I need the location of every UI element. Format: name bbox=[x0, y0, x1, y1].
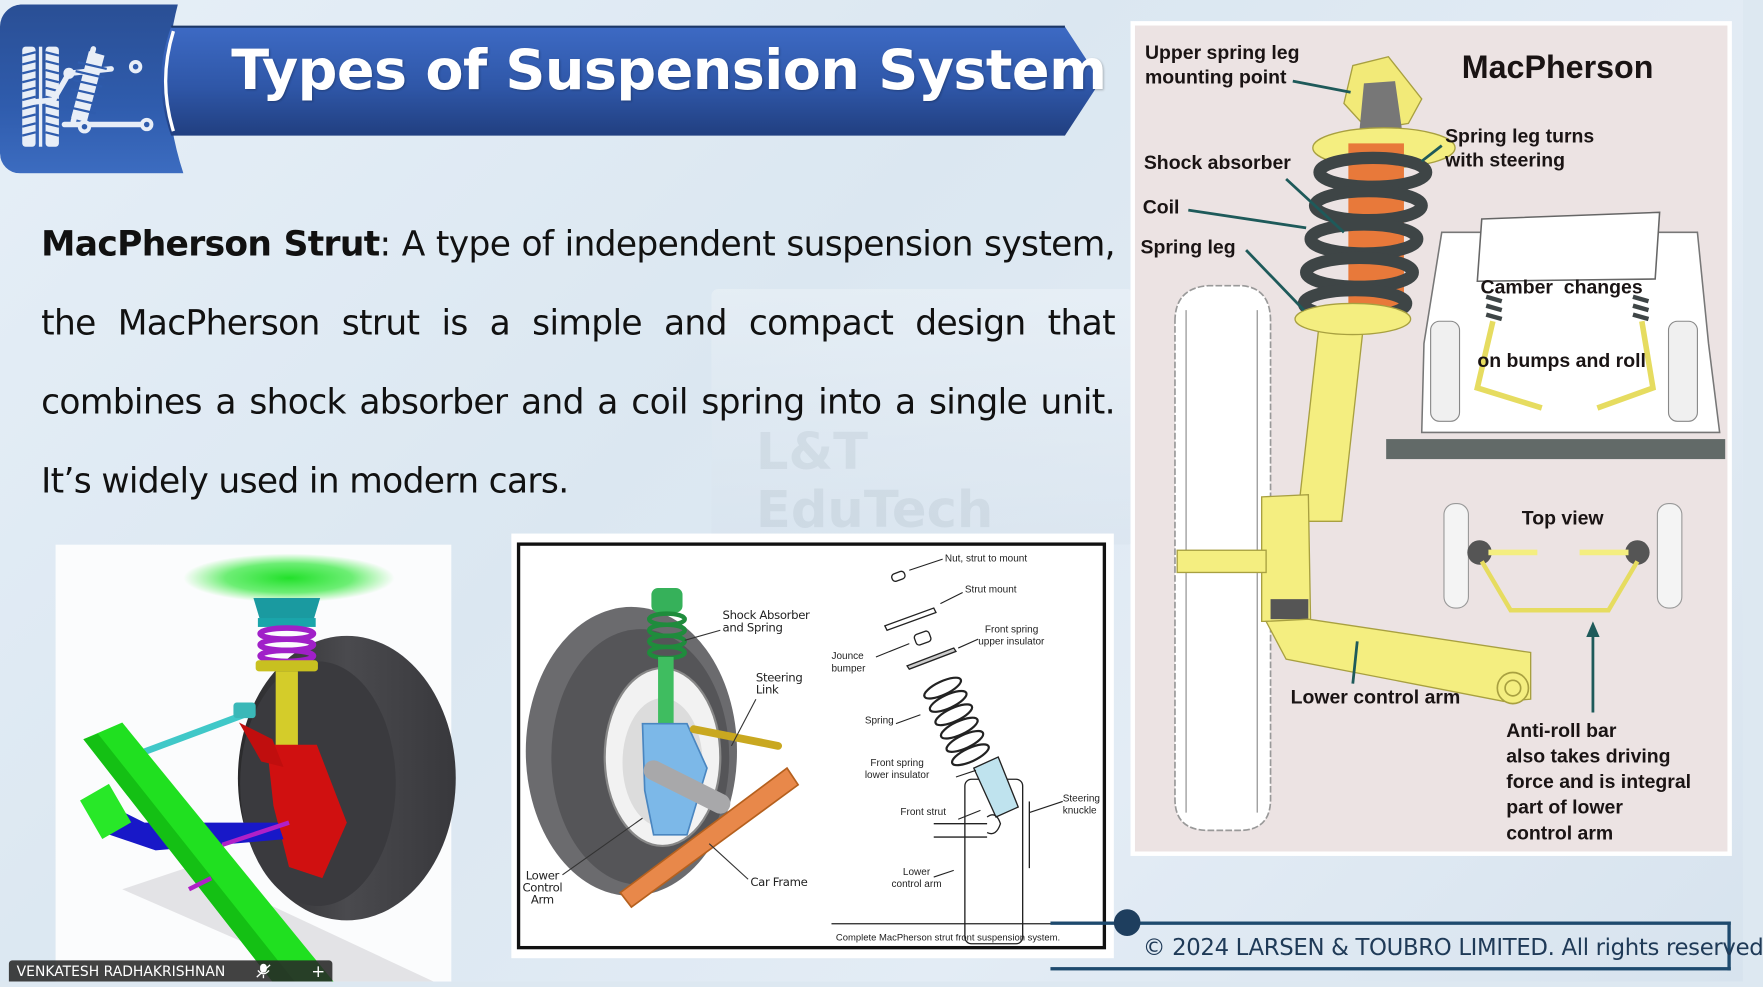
label-camber-changes: Camber changes on bumps and roll bbox=[1477, 226, 1646, 422]
label-line: force and is integral bbox=[1506, 770, 1692, 793]
label-line: also takes driving bbox=[1506, 744, 1671, 768]
paragraph-line: system, the MacPherson strut is a simple… bbox=[41, 224, 1115, 344]
description-paragraph: MacPherson Strut: A type of independent … bbox=[41, 206, 1115, 522]
label-line: Lower bbox=[902, 865, 931, 878]
label-spring: Spring bbox=[864, 714, 894, 726]
title-banner-shape bbox=[161, 25, 1101, 136]
label-line: Lower bbox=[525, 869, 560, 883]
label-spring-leg: Spring leg bbox=[1140, 235, 1236, 258]
label-line: Anti-roll bar bbox=[1506, 719, 1617, 742]
label-line: and Spring bbox=[722, 621, 783, 635]
watermark-text: L&T EduTech bbox=[756, 422, 993, 538]
label-anti-roll-bar: Anti-roll bar also takes driving force a… bbox=[1506, 718, 1691, 846]
macpherson-3d-render-image bbox=[55, 544, 456, 982]
paragraph-line: A type of independent suspension bbox=[390, 224, 974, 265]
label-front-spring-lower-insulator: Front spring lower insulator bbox=[865, 757, 930, 781]
label-line: control arm bbox=[891, 878, 942, 890]
label-line: control arm bbox=[1506, 821, 1614, 844]
label-shock-absorber-spring: Shock Absorber and Spring bbox=[723, 610, 810, 634]
slide-title: Types of Suspension System bbox=[231, 37, 1107, 103]
label-line: Arm bbox=[530, 893, 554, 908]
presenter-name: VENKATESH RADHAKRISHNAN bbox=[16, 962, 226, 980]
macpherson-illustration bbox=[1174, 55, 1726, 832]
label-upper-mount: Upper spring leg mounting point bbox=[1145, 40, 1300, 89]
label-line: upper insulator bbox=[978, 635, 1045, 647]
label-line: Front spring bbox=[870, 756, 924, 769]
label-line: Link bbox=[755, 683, 779, 697]
watermark-panel bbox=[711, 289, 1134, 545]
title-banner bbox=[156, 25, 1101, 136]
label-top-view: Top view bbox=[1521, 506, 1604, 530]
watermark-line2: EduTech bbox=[755, 479, 994, 540]
label-strut-mount: Strut mount bbox=[964, 583, 1017, 595]
suspension-strut-wheel-icon bbox=[0, 4, 187, 173]
strut-3d-illustration bbox=[80, 553, 456, 982]
label-line: Shock Absorber bbox=[722, 609, 810, 623]
label-steering-knuckle: Steering knuckle bbox=[1063, 793, 1100, 817]
diagram-frame: Shock Absorber and Spring Steering Link … bbox=[516, 542, 1107, 950]
copyright-text: © 2024 LARSEN & TOUBRO LIMITED. All righ… bbox=[1142, 933, 1763, 961]
label-line: mounting point bbox=[1144, 65, 1287, 88]
label-line: knuckle bbox=[1062, 804, 1097, 816]
label-car-frame: Car Frame bbox=[750, 875, 808, 890]
label-line: Steering bbox=[1062, 792, 1100, 804]
watermark-line1: L&T bbox=[755, 421, 868, 482]
logo-tile bbox=[0, 4, 187, 173]
copyright-bullet-icon bbox=[1113, 909, 1141, 936]
label-line: Jounce bbox=[831, 650, 864, 662]
term-separator: : bbox=[379, 224, 392, 265]
label-lower-control-arm-left: Lower Control Arm bbox=[522, 870, 562, 907]
copyright-box bbox=[1050, 921, 1731, 971]
label-line: lower insulator bbox=[864, 769, 930, 781]
label-nut-strut-to-mount: Nut, strut to mount bbox=[944, 552, 1028, 564]
plus-icon[interactable]: + bbox=[311, 961, 326, 982]
diagram-title: MacPherson bbox=[1461, 50, 1654, 86]
label-line: with steering bbox=[1445, 148, 1566, 172]
label-spring-leg-turns: Spring leg turns with steering bbox=[1445, 123, 1594, 172]
label-line: bumper bbox=[831, 662, 866, 674]
label-line: Spring leg turns bbox=[1445, 124, 1595, 147]
paragraph-line: design that combines a shock absorber an… bbox=[41, 303, 1115, 423]
label-front-strut: Front strut bbox=[900, 805, 946, 818]
label-line: on bumps and roll bbox=[1477, 349, 1646, 372]
label-lower-control-arm-right: Lower control arm bbox=[892, 866, 942, 890]
macpherson-labelled-diagram-image: MacPherson Upper spring leg mounting poi… bbox=[1130, 21, 1732, 856]
label-line: Camber changes bbox=[1480, 275, 1643, 298]
label-line: Front spring bbox=[984, 623, 1039, 635]
label-line: Control bbox=[522, 881, 563, 895]
label-coil: Coil bbox=[1142, 195, 1180, 218]
label-line: part of lower bbox=[1506, 795, 1623, 819]
paragraph-line: a single unit. It’s widely used in moder… bbox=[41, 382, 1115, 502]
exploded-diagram-illustration bbox=[525, 558, 1099, 945]
label-line: Upper spring leg bbox=[1144, 41, 1300, 64]
label-lower-control-arm: Lower control arm bbox=[1290, 685, 1461, 709]
label-front-spring-upper-insulator: Front spring upper insulator bbox=[978, 624, 1044, 648]
microphone-muted-icon[interactable] bbox=[256, 963, 272, 980]
label-shock-absorber: Shock absorber bbox=[1143, 151, 1291, 174]
macpherson-exploded-diagram-image: Shock Absorber and Spring Steering Link … bbox=[511, 533, 1114, 959]
presenter-name-bar[interactable]: VENKATESH RADHAKRISHNAN + bbox=[8, 960, 333, 982]
label-line: Steering bbox=[755, 671, 803, 685]
diagram-caption: Complete MacPherson strut front suspensi… bbox=[835, 931, 1061, 943]
label-jounce-bumper: Jounce bumper bbox=[831, 650, 865, 674]
label-steering-link: Steering Link bbox=[755, 671, 803, 697]
term-macpherson-strut: MacPherson Strut bbox=[41, 224, 380, 265]
